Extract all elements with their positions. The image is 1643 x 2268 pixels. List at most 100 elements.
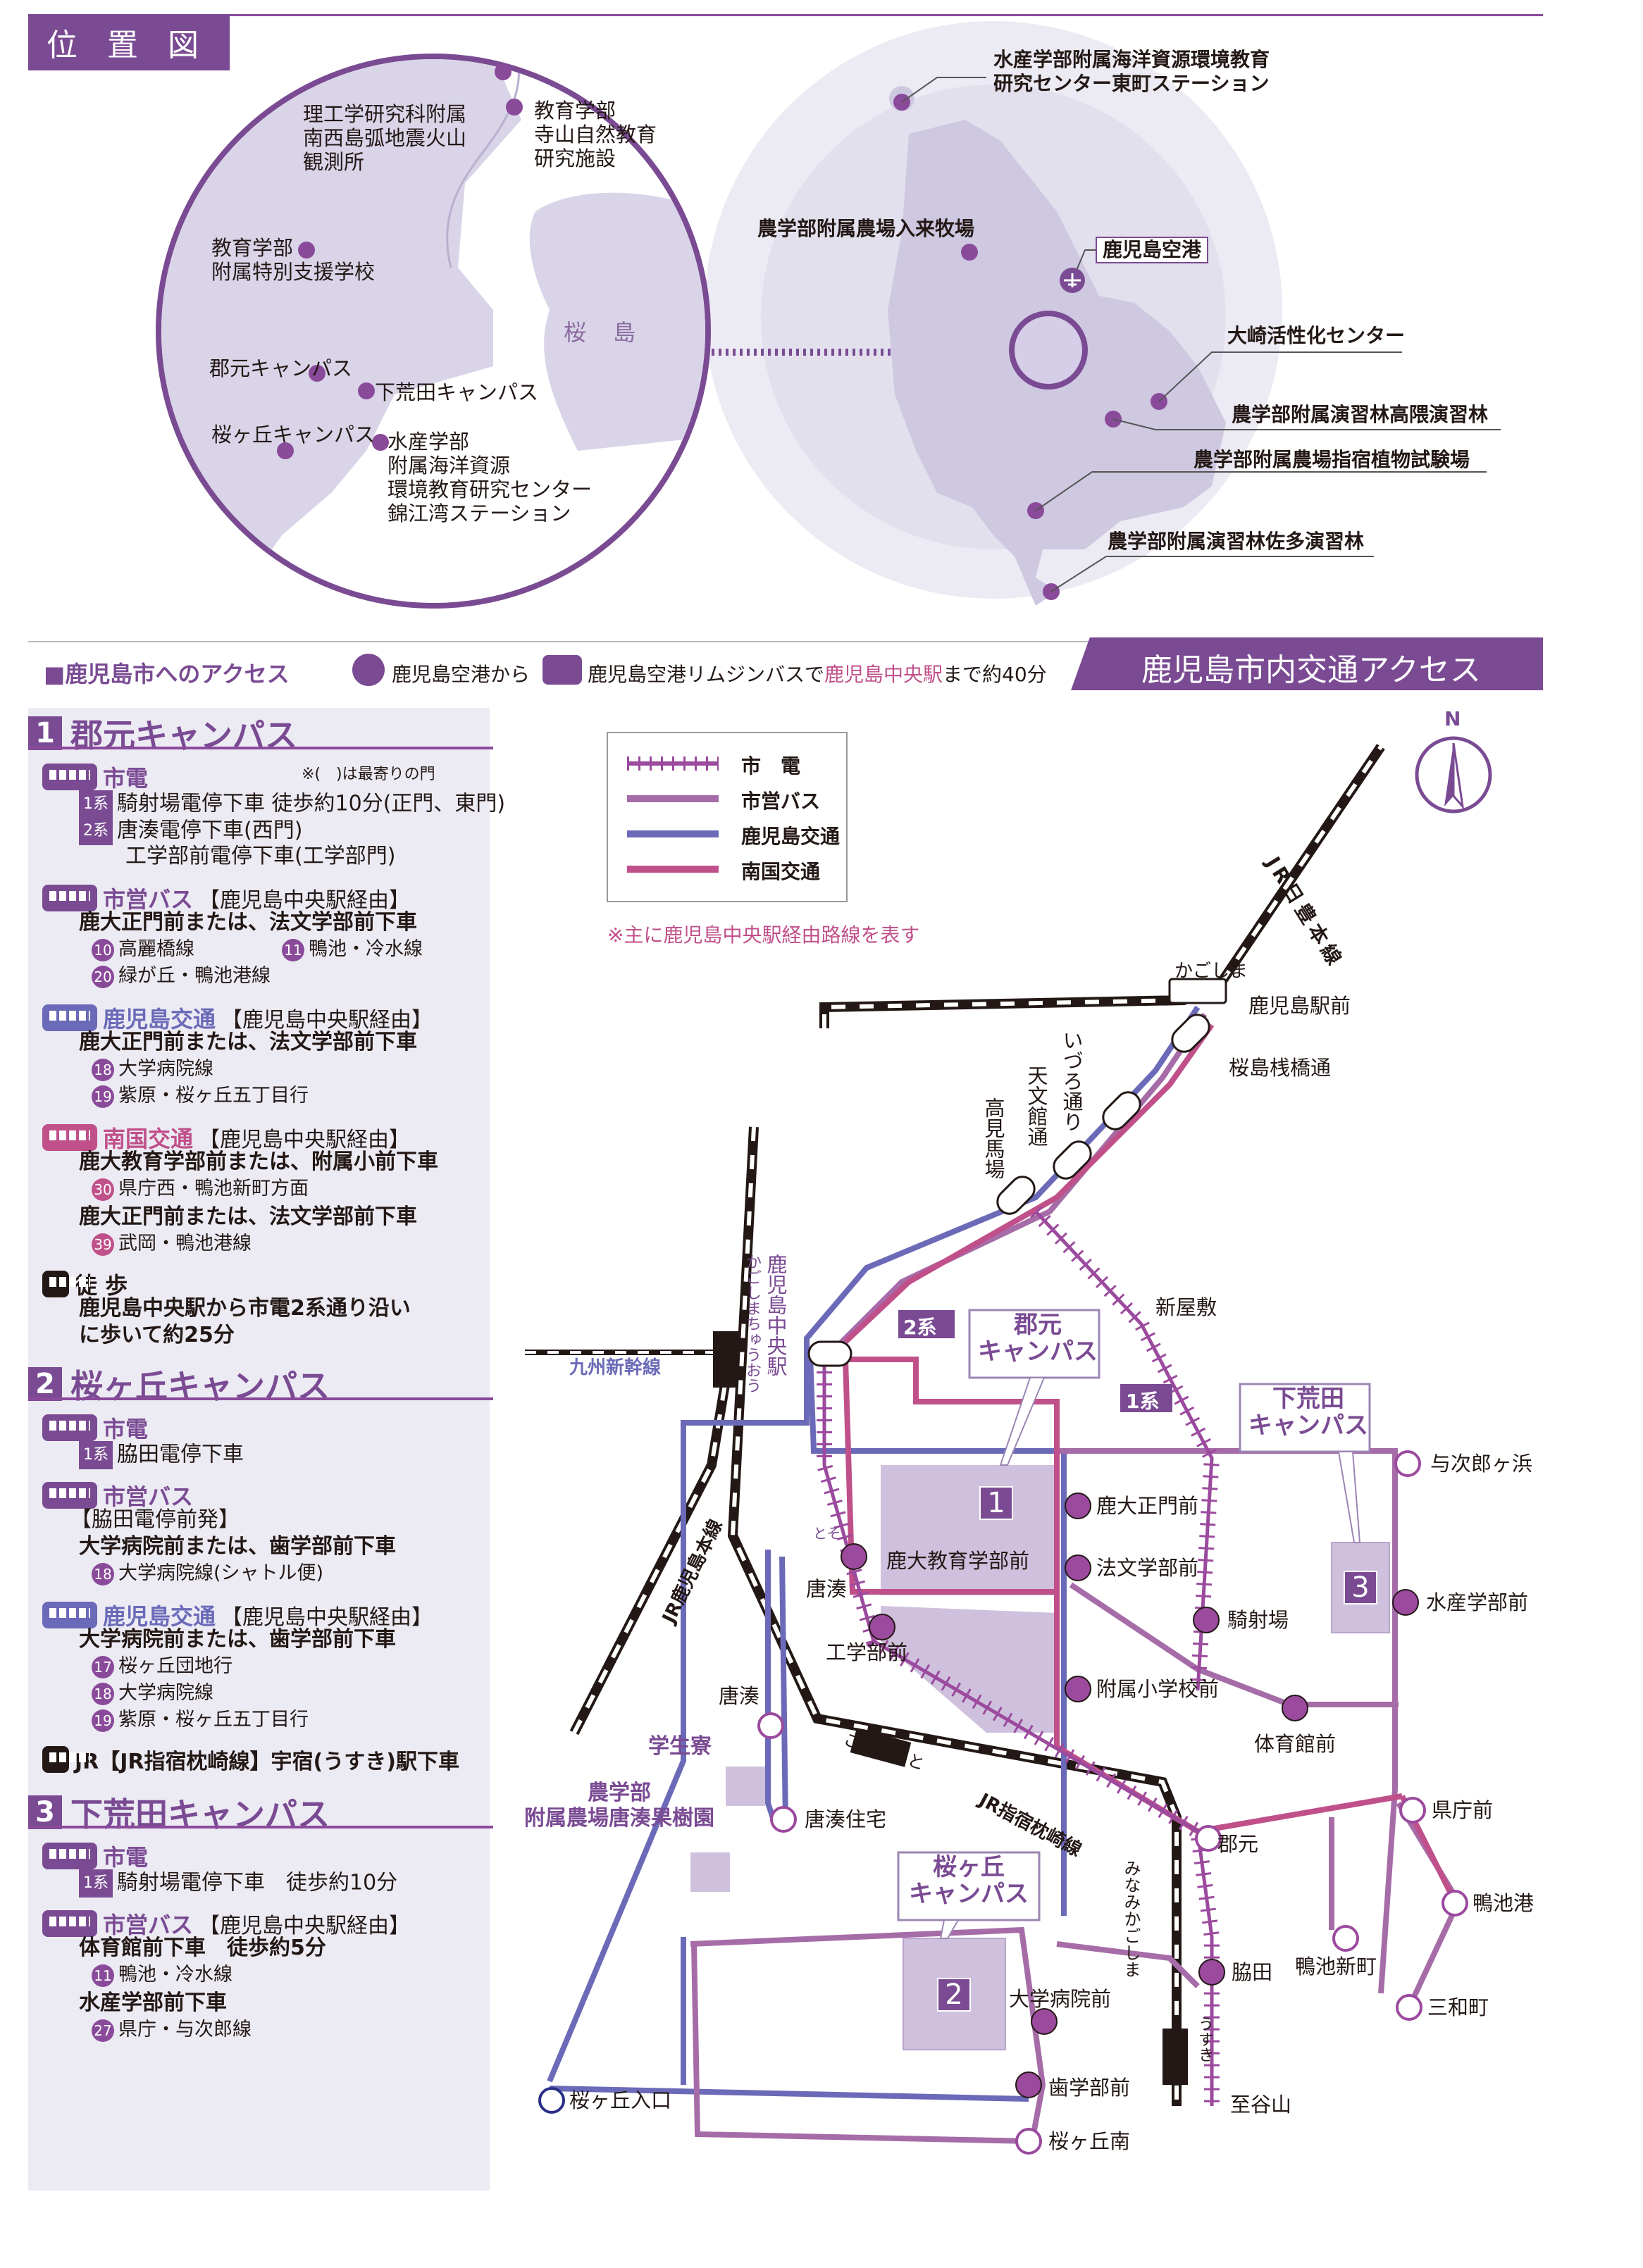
c1-r19: 19 — [92, 1085, 114, 1108]
stop-izuro: いづろ通り — [1060, 1030, 1084, 1132]
c1-r11-text: 鴨池・冷水線 — [309, 938, 423, 960]
city-bus-icon — [42, 885, 97, 911]
c1-walk-row: 徒 歩 — [42, 1268, 128, 1300]
location-map — [156, 21, 1501, 609]
access-title-bg — [1071, 637, 1543, 690]
stop-sanwacho: 三和町 — [1427, 1995, 1489, 2019]
c1-nan-stop2: 鹿大正門前または、法文学部前下車 — [79, 1204, 417, 1229]
stop-kogakubu: 工学部前 — [826, 1640, 908, 1664]
loc-label-ibusuki: 農学部附属農場指宿植物試験場 — [1194, 448, 1470, 471]
stop-kamoike-shinmachi: 鴨池新町 — [1295, 1955, 1377, 1979]
gakuseiryo: 学生寮 — [648, 1734, 712, 1759]
c2-r19-text: 紫原・桜ヶ丘五丁目行 — [118, 1709, 309, 1731]
kago-bus-icon — [42, 1004, 97, 1031]
c1-note: ※( )は最寄りの門 — [302, 766, 435, 783]
stop-fuzoku: 附属小学校前 — [1096, 1677, 1220, 1701]
kei1-label: 1系 — [1126, 1390, 1160, 1413]
stop-houbun: 法文学部前 — [1096, 1556, 1199, 1580]
legend-tram: 市 電 — [741, 754, 801, 778]
c3-r27-text: 県庁・与次郎線 — [118, 2019, 252, 2040]
access-limousine-text: 鹿児島空港リムジンバスで — [588, 663, 825, 686]
c1-walk-text2: に歩いて約25分 — [79, 1323, 235, 1347]
loc-label-takakuma: 農学部附属演習林高隈演習林 — [1232, 403, 1489, 426]
stop-suisan: 水産学部前 — [1426, 1590, 1529, 1614]
c2-k1-row: 1系脇田電停下車 — [79, 1441, 244, 1469]
usuki-sta: うすき — [1196, 2016, 1213, 2062]
c3-k1: 1系 — [79, 1869, 113, 1898]
c1-r30-text: 県庁西・鴨池新町方面 — [118, 1178, 309, 1200]
c1-r10: 10 — [92, 938, 114, 961]
c2-r19: 19 — [92, 1709, 114, 1732]
legend-city-bus: 市営バス — [741, 790, 821, 813]
c1-city-note: 【鹿児島中央駅経由】 — [199, 888, 411, 913]
campus-marker-3[interactable]: 3 — [1344, 1571, 1377, 1605]
stop-sakuragaoka-minami: 桜ヶ丘南 — [1048, 2129, 1131, 2153]
bus-icon — [542, 655, 582, 685]
c2-k1-text: 脇田電停下車 — [117, 1442, 244, 1467]
stop-sakurajima-sanbashi: 桜島桟橋通 — [1229, 1056, 1332, 1080]
campus1-num: 1 — [28, 716, 62, 750]
c1-r19-text: 紫原・桜ヶ丘五丁目行 — [118, 1085, 309, 1107]
c1-k1: 1系 — [79, 790, 113, 818]
loc-label-kansoku: 理工学研究科附属 南西島弧地震火山 観測所 — [303, 102, 467, 174]
stop-kamoike-ko: 鴨池港 — [1472, 1891, 1534, 1915]
sakurajima-label: 桜 島 — [564, 319, 646, 346]
c1-r10-text: 高麗橋線 — [118, 938, 194, 960]
c3-k1-row: 1系騎射場電停下車 徒歩約10分 — [79, 1869, 397, 1898]
campus-marker-2[interactable]: 2 — [937, 1978, 971, 2012]
c3-r11-text: 鴨池・冷水線 — [118, 1964, 232, 1986]
kei2-label: 2系 — [903, 1316, 937, 1339]
shinkansen: 九州新幹線 — [569, 1357, 662, 1378]
c2-r18-text: 大学病院線(シャトル便) — [118, 1562, 324, 1584]
c1-k2-text: 唐湊電停下車(西門) — [117, 818, 303, 843]
c1-nan-row: 南国交通【鹿児島中央駅経由】 — [42, 1121, 410, 1154]
loc-label-airport: 鹿児島空港 — [1096, 237, 1209, 263]
c3-stop2: 水産学部前下車 — [79, 1990, 227, 2015]
c1-nan: 南国交通 — [103, 1126, 194, 1152]
loc-label-korimoto: 郡元キャンパス — [209, 356, 353, 380]
korimoto-campus-label: 郡元 キャンパス — [978, 1311, 1098, 1366]
c2-r17-text: 桜ヶ丘団地行 — [118, 1655, 232, 1677]
c1-r18-text: 大学病院線 — [118, 1058, 213, 1080]
c1-city-row: 市営バス【鹿児島中央駅経由】 — [42, 882, 410, 914]
stop-seimon: 鹿大正門前 — [1096, 1494, 1199, 1518]
c2-kago: 鹿児島交通 — [103, 1603, 216, 1630]
toso-kana: とそ — [813, 1525, 841, 1542]
c2-kago-row: 鹿児島交通【鹿児島中央駅経由】 — [42, 1599, 433, 1631]
stop-tenmonkan: 天文館通 — [1024, 1065, 1048, 1147]
c3-city-row: 市営バス【鹿児島中央駅経由】 — [42, 1907, 410, 1940]
tram-icon — [42, 1414, 97, 1441]
access-suffix: まで約40分 — [943, 663, 1047, 686]
stop-wakita: 脇田 — [1232, 1960, 1273, 1984]
stop-byoin: 大学病院前 — [1009, 1987, 1112, 2011]
shimoarata-campus-label: 下荒田 キャンパス — [1248, 1385, 1368, 1440]
campus-marker-1[interactable]: 1 — [979, 1486, 1013, 1520]
c1-kago-row: 鹿児島交通【鹿児島中央駅経由】 — [42, 1002, 433, 1034]
c2-city-note: 【脇田電停前発】 — [70, 1507, 240, 1532]
c1-tram: 市電 — [103, 765, 149, 792]
stop-chuo: 鹿児島中央駅 — [764, 1254, 788, 1376]
c1-r39-text: 武岡・鴨池港線 — [118, 1233, 252, 1254]
top-rule — [28, 14, 1543, 16]
c1-tram-row: 市電 — [42, 761, 148, 793]
c3-k1-text: 騎射場電停下車 徒歩約10分 — [117, 1870, 398, 1895]
c2-city: 市営バス — [103, 1483, 194, 1510]
kagoshima-sta: かごしま — [1174, 961, 1248, 982]
c1-r39: 39 — [92, 1233, 114, 1256]
c3-r27: 27 — [92, 2019, 114, 2042]
kago-bus-icon — [42, 1602, 97, 1628]
campus2-num: 2 — [28, 1367, 62, 1401]
stop-kagoshima-ekimae: 鹿児島駅前 — [1248, 994, 1351, 1018]
access-dest: 鹿児島中央駅 — [824, 663, 943, 686]
loc-label-shimoarata: 下荒田キャンパス — [375, 380, 539, 404]
c1-walk-text1: 鹿児島中央駅から市電2系通り沿い — [79, 1296, 411, 1321]
train-icon — [42, 1746, 90, 1773]
loc-label-terayama: 教育学部 寺山自然教育 研究施設 — [534, 99, 657, 170]
